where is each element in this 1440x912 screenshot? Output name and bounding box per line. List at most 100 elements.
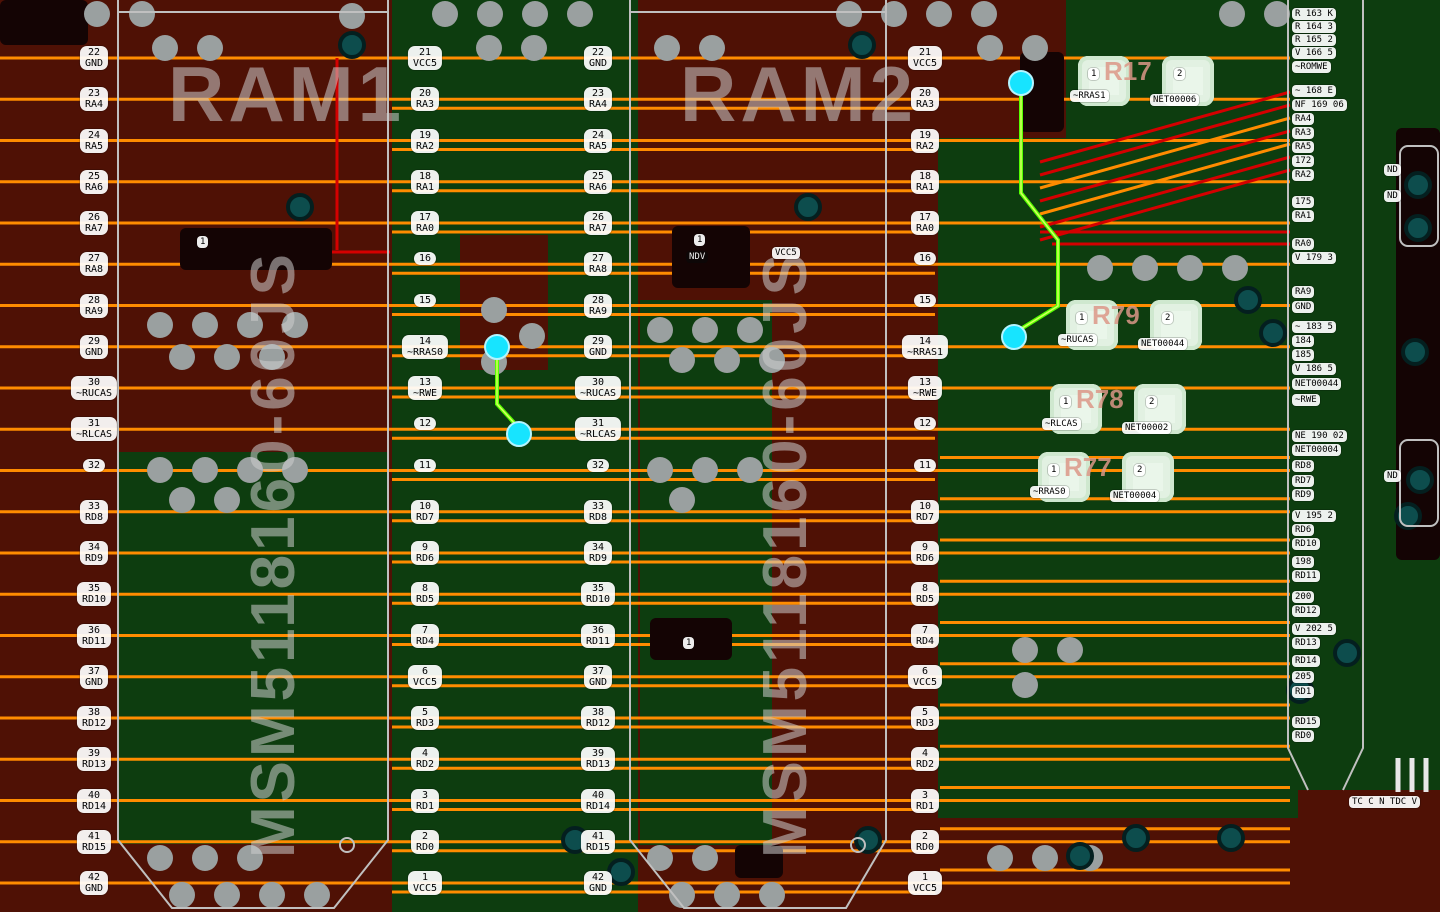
- pad[interactable]: [192, 845, 218, 871]
- via[interactable]: [1234, 286, 1262, 314]
- pad[interactable]: [214, 882, 240, 908]
- pin-label[interactable]: 14~RRAS1: [901, 334, 949, 359]
- pad[interactable]: [237, 845, 263, 871]
- pad[interactable]: [1032, 845, 1058, 871]
- pad[interactable]: [192, 457, 218, 483]
- pad[interactable]: [1219, 1, 1245, 27]
- connector-pin-label[interactable]: RA5: [1292, 141, 1315, 153]
- pin-label[interactable]: 14~RRAS0: [401, 334, 449, 359]
- connector-pin-label[interactable]: V 166 5: [1292, 47, 1336, 59]
- pad[interactable]: [214, 487, 240, 513]
- pad[interactable]: [1057, 637, 1083, 663]
- via[interactable]: [1259, 319, 1287, 347]
- pad[interactable]: [759, 882, 785, 908]
- resistor-net-label[interactable]: NET00002: [1122, 422, 1172, 434]
- pad[interactable]: [1012, 637, 1038, 663]
- pin-label[interactable]: 15: [913, 293, 937, 307]
- connector-pin-label[interactable]: NET00044: [1292, 378, 1342, 390]
- pad[interactable]: [147, 457, 173, 483]
- connector-pin-label[interactable]: RD0: [1292, 730, 1315, 742]
- connector-pin-label[interactable]: NET00004: [1292, 444, 1342, 456]
- edge-label[interactable]: ND: [1384, 190, 1401, 202]
- pin-label[interactable]: 30~RUCAS: [574, 376, 622, 400]
- highlighted-net-trace[interactable]: [495, 95, 1060, 428]
- edge-label[interactable]: ND: [1384, 470, 1401, 482]
- pad[interactable]: [692, 317, 718, 343]
- pin-label[interactable]: 31~RLCAS: [70, 417, 118, 442]
- connector-pin-label[interactable]: RA4: [1292, 113, 1315, 125]
- board-label[interactable]: 1: [197, 236, 209, 248]
- pad[interactable]: [692, 457, 718, 483]
- pad[interactable]: [197, 35, 223, 61]
- pad[interactable]: [519, 323, 545, 349]
- resistor-net-label[interactable]: ~RRAS0: [1030, 486, 1069, 498]
- resistor-net-label[interactable]: ~RUCAS: [1058, 334, 1097, 346]
- connector-pin-label[interactable]: RA0: [1292, 238, 1315, 250]
- pad[interactable]: [977, 35, 1003, 61]
- via[interactable]: [854, 826, 882, 854]
- pad[interactable]: [926, 1, 952, 27]
- connector-pin-label[interactable]: R 163 K: [1292, 8, 1336, 20]
- pad[interactable]: [1132, 255, 1158, 281]
- pad[interactable]: [971, 1, 997, 27]
- pad[interactable]: [169, 882, 195, 908]
- pad[interactable]: [699, 35, 725, 61]
- pad[interactable]: [987, 845, 1013, 871]
- connector-pin-label[interactable]: RD12: [1292, 605, 1320, 617]
- via[interactable]: [1066, 842, 1094, 870]
- connector-pin-label[interactable]: NF 169 06: [1292, 99, 1347, 111]
- pin-label[interactable]: 15: [413, 293, 437, 307]
- connector-pin-label[interactable]: NE 190 02: [1292, 430, 1347, 442]
- connector-pin-label[interactable]: GND: [1292, 301, 1315, 313]
- via[interactable]: [1217, 824, 1245, 852]
- connector-pin-label[interactable]: RD13: [1292, 637, 1320, 649]
- pin-label[interactable]: 13~RWE: [907, 376, 943, 400]
- pad[interactable]: [654, 35, 680, 61]
- via[interactable]: [1333, 639, 1361, 667]
- connector-pin-label[interactable]: ~ 168 E: [1292, 85, 1336, 97]
- pin-label[interactable]: 16: [913, 252, 937, 266]
- pad[interactable]: [477, 1, 503, 27]
